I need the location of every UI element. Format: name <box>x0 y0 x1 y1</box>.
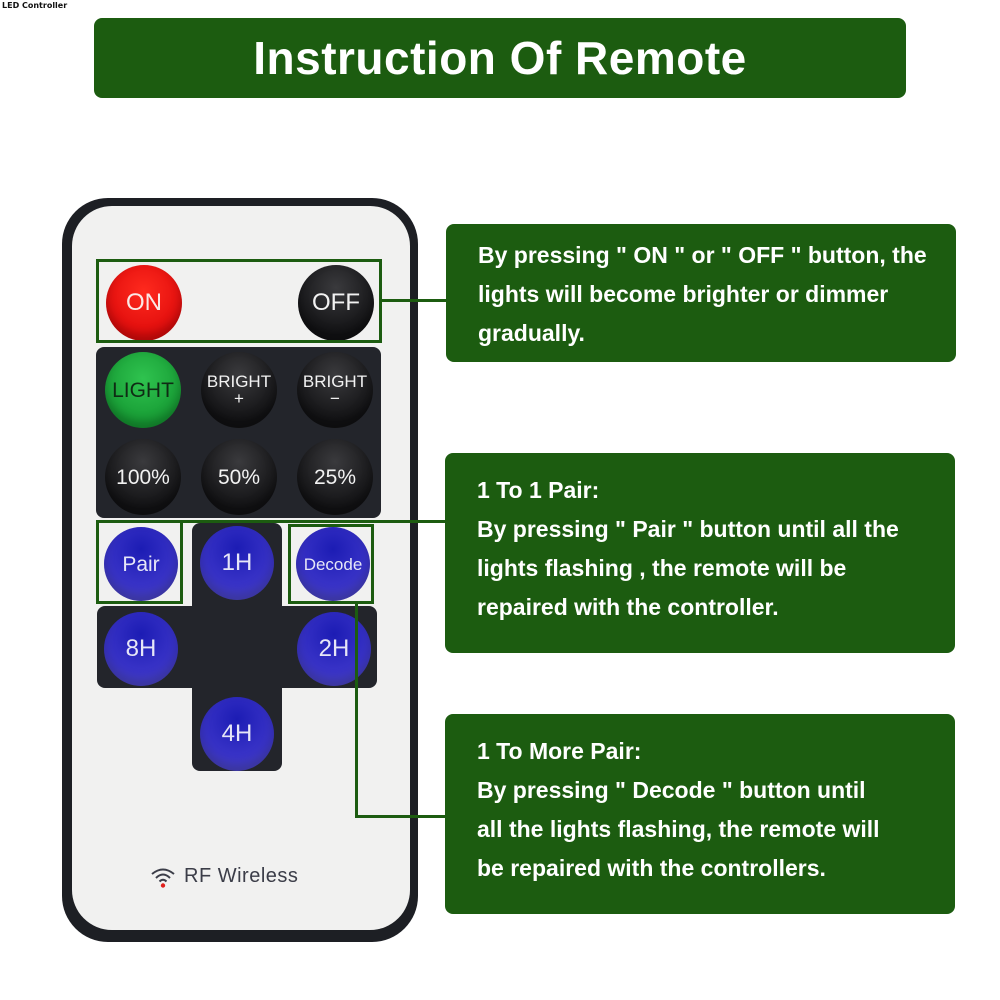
connector-decode-horizontal <box>355 815 446 818</box>
bright-minus-label: BRIGHT <box>302 372 368 391</box>
image-caption: LED Controller <box>2 1 68 10</box>
decode-button[interactable]: Decode <box>296 527 370 601</box>
light-label: LIGHT <box>112 378 174 402</box>
brightness-50-button[interactable]: 50% <box>201 439 277 515</box>
info-text-line: be repaired with the controllers. <box>477 855 826 881</box>
on-button[interactable]: ON <box>106 265 182 341</box>
timer-4h-button[interactable]: 4H <box>200 697 274 771</box>
pair-button[interactable]: Pair <box>104 527 178 601</box>
connector-on-off <box>382 299 446 302</box>
info-text-line: By pressing " ON " or " OFF " button, th… <box>478 242 927 268</box>
bright-plus-button[interactable]: BRIGHT + <box>201 352 277 428</box>
on-label: ON <box>126 289 162 316</box>
timer-2h-label: 2H <box>318 635 350 662</box>
light-button[interactable]: LIGHT <box>105 352 181 428</box>
info-text-line: By pressing " Decode " button until <box>477 777 866 803</box>
title-banner: Instruction Of Remote <box>94 18 906 98</box>
on-off-highlight-box <box>96 259 382 343</box>
page-title: Instruction Of Remote <box>253 32 747 84</box>
brightness-100-label: 100% <box>116 465 170 489</box>
info-box-decode: 1 To More Pair: By pressing " Decode " b… <box>445 714 955 914</box>
info-text-line: gradually. <box>478 320 585 346</box>
info-box-on-off: By pressing " ON " or " OFF " button, th… <box>446 224 956 362</box>
info-heading: 1 To More Pair: <box>477 738 642 764</box>
bright-minus-button[interactable]: BRIGHT − <box>297 352 373 428</box>
decode-label: Decode <box>303 554 363 574</box>
decode-highlight-box <box>288 524 374 604</box>
brightness-25-label: 25% <box>313 465 357 489</box>
info-text-line: By pressing " Pair " button until all th… <box>477 516 899 542</box>
info-heading: 1 To 1 Pair: <box>477 477 600 503</box>
bright-plus-label: BRIGHT <box>206 372 272 391</box>
timer-8h-label: 8H <box>125 635 157 662</box>
timer-8h-button[interactable]: 8H <box>104 612 178 686</box>
off-button[interactable]: OFF <box>298 265 374 341</box>
timer-1h-button[interactable]: 1H <box>200 526 274 600</box>
connector-decode-vertical <box>355 604 358 818</box>
timer-4h-label: 4H <box>221 720 253 747</box>
off-label: OFF <box>312 289 360 316</box>
pair-highlight-box <box>96 520 183 604</box>
brightness-100-button[interactable]: 100% <box>105 439 181 515</box>
connector-pair <box>183 520 446 523</box>
brightness-50-label: 50% <box>217 465 261 489</box>
info-text-line: lights will become brighter or dimmer <box>478 281 889 307</box>
wifi-signal-icon <box>151 868 175 888</box>
rf-wireless-label: RF Wireless <box>184 865 299 887</box>
info-text-line: lights flashing , the remote will be <box>477 555 847 581</box>
timer-2h-button[interactable]: 2H <box>297 612 371 686</box>
brightness-25-button[interactable]: 25% <box>297 439 373 515</box>
pair-label: Pair <box>122 552 160 576</box>
info-text-line: repaired with the controller. <box>477 594 779 620</box>
timer-1h-label: 1H <box>221 549 253 576</box>
rf-wireless-brand: RF Wireless <box>150 865 298 888</box>
info-box-pair: 1 To 1 Pair: By pressing " Pair " button… <box>445 453 955 653</box>
minus-icon: − <box>330 389 340 408</box>
info-text-line: all the lights flashing, the remote will <box>477 816 880 842</box>
plus-icon: + <box>234 389 244 408</box>
